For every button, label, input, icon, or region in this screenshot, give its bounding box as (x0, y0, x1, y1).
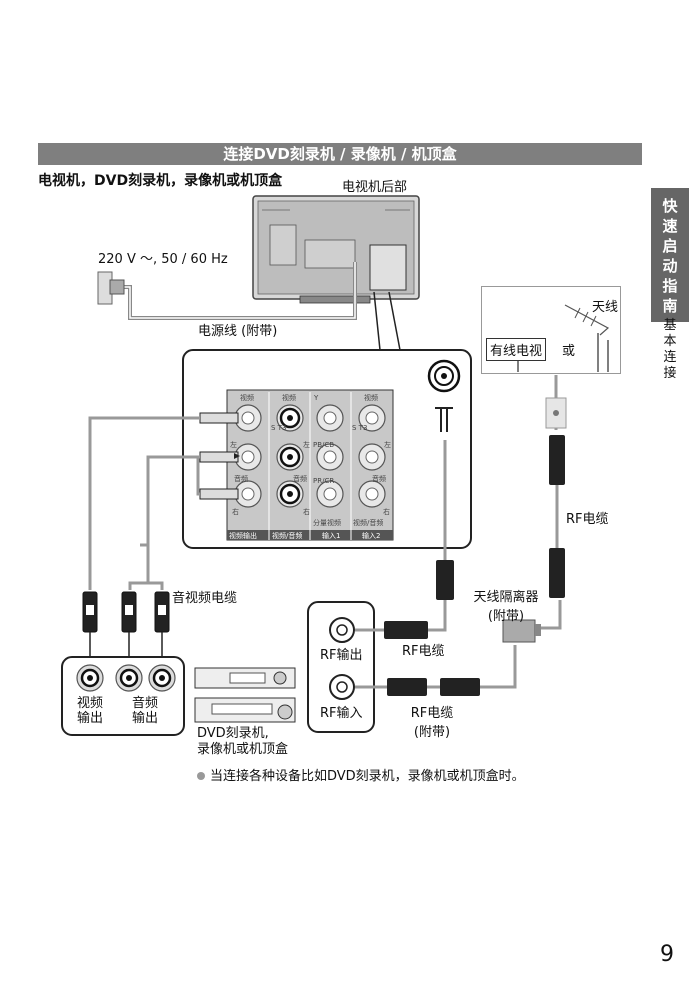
rf-cable-right-label: RF电缆 (566, 512, 609, 527)
tv-back-label: 电视机后部 (342, 180, 408, 195)
panel-audio-label-2: 音频 (293, 474, 307, 483)
section-title: 连接DVD刻录机 / 录像机 / 机顶盒 (38, 143, 642, 165)
note-text: 当连接各种设备比如DVD刻录机，录像机或机顶盒时。 (210, 769, 525, 784)
rf-cable-bottom-label: RF电缆 (附带) (402, 702, 462, 740)
panel-bottom4-label: 视频/音频 (353, 518, 383, 527)
panel-bottom5-label: 输入2 (362, 531, 380, 540)
panel-bottom2-label: 视频/音频 (272, 531, 302, 540)
rf-out-label: RF输出 (320, 648, 363, 663)
splitter-label: 天线隔离器 (附带) (468, 586, 544, 624)
panel-pr-label: PR/CR (313, 477, 334, 485)
panel-left-label: 左 (230, 440, 237, 449)
panel-col4-label: 视频 (364, 393, 378, 402)
audio-out-line2: 输出 (131, 711, 158, 726)
video-out-line2: 输出 (76, 711, 103, 726)
video-out-line1: 视频 (76, 696, 103, 711)
panel-left-label-2: 左 (303, 440, 310, 449)
splitter-title: 天线隔离器 (473, 590, 539, 605)
panel-s3-label: S T3 (271, 424, 286, 432)
power-spec-label: 220 V ～, 50 / 60 Hz (98, 252, 228, 267)
av-cable-label: 音视频电缆 (172, 591, 238, 606)
device-line2: 录像机或机顶盒 (197, 742, 289, 757)
bullet-icon (197, 772, 205, 780)
device-line1: DVD刻录机, (197, 726, 269, 741)
antenna-label: 天线 (592, 300, 619, 315)
cable-tv-label: 有线电视 (486, 338, 547, 361)
section-subtitle: 电视机，DVD刻录机，录像机或机顶盒 (38, 173, 283, 189)
audio-out-line1: 音频 (131, 696, 158, 711)
or-label: 或 (562, 344, 576, 359)
rf-cable-bottom-sub: (附带) (413, 725, 451, 740)
device-label: DVD刻录机, 录像机或机顶盒 (197, 726, 288, 758)
panel-right-label-2: 右 (303, 507, 310, 516)
rf-cable-bottom-title: RF电缆 (410, 706, 454, 721)
panel-audio-label-3: 音频 (372, 474, 386, 483)
panel-s3-label-2: S T3 (352, 424, 367, 432)
panel-col1-label: 视频 (240, 393, 254, 402)
note: 当连接各种设备比如DVD刻录机，录像机或机顶盒时。 (197, 765, 525, 784)
power-cord-label: 电源线 (附带) (198, 324, 278, 339)
video-out-label: 视频 输出 (72, 696, 108, 726)
panel-right-label: 右 (232, 507, 239, 516)
side-tab-sub-label: 基本连接 (663, 318, 677, 381)
dvd-vcr-illustration (194, 667, 296, 723)
side-tab-label: 快速启动指南 (662, 197, 678, 315)
tv-back-illustration (252, 195, 420, 304)
panel-audio-label: 音频 (234, 474, 248, 483)
rf-cable-mid-label: RF电缆 (402, 644, 445, 659)
rf-in-label: RF输入 (320, 706, 363, 721)
panel-component-label: 分量视频 (313, 518, 341, 527)
side-tab: 快速启动指南 (651, 188, 689, 322)
page-number: 9 (660, 942, 674, 967)
panel-bottom1-label: 视频输出 (229, 531, 257, 540)
panel-left-label-3: 左 (384, 440, 391, 449)
splitter-sub: (附带) (487, 609, 525, 624)
panel-bottom3-label: 输入1 (322, 531, 340, 540)
panel-col3-label: Y (313, 394, 319, 402)
panel-right-label-3: 右 (383, 507, 390, 516)
panel-pb-label: PB/CB (313, 441, 334, 449)
audio-out-label: 音频 输出 (127, 696, 163, 726)
panel-col2-label: 视频 (282, 393, 296, 402)
